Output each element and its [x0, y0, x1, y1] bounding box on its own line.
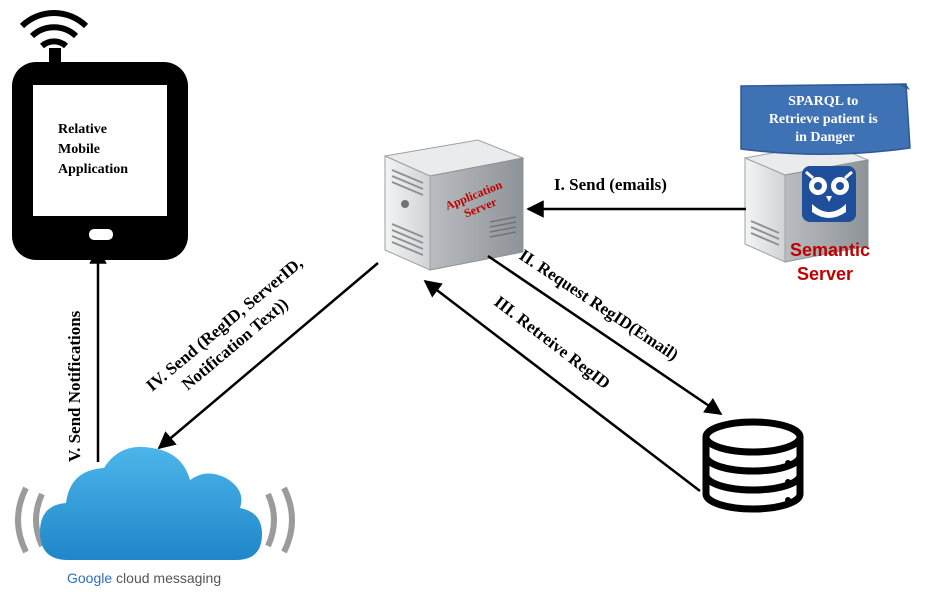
phone-home-button [89, 229, 113, 240]
label-send-emails: I. Send (emails) [554, 175, 667, 194]
signal-waves-right-icon [265, 486, 295, 554]
semantic-server-label: Semantic Server [790, 240, 875, 284]
arrow-request-regid [487, 254, 723, 416]
owl-logo-icon [802, 166, 856, 222]
phone-screen [33, 85, 167, 216]
database-icon [702, 418, 804, 513]
mobile-phone-icon [12, 62, 188, 260]
antenna [49, 48, 61, 66]
sparql-callout-text: SPARQL to Retrieve patient is in Danger [769, 94, 881, 145]
arrow-send-regid [157, 262, 379, 450]
wifi-icon [19, 10, 89, 49]
label-send-notifications: V. Send Notifications [65, 310, 84, 462]
arrow-retrieve-regid [423, 279, 701, 492]
sparql-callout [740, 83, 911, 155]
cloud-icon [40, 446, 262, 560]
phone-screen-text: Relative Mobile Application [58, 122, 128, 177]
gcm-label: Google cloud messaging [67, 570, 221, 586]
label-request-regid: II. Request RegID(Email) [516, 245, 682, 364]
database-dots [785, 460, 791, 503]
application-server-icon [383, 139, 525, 271]
signal-waves-left-icon [15, 486, 45, 554]
